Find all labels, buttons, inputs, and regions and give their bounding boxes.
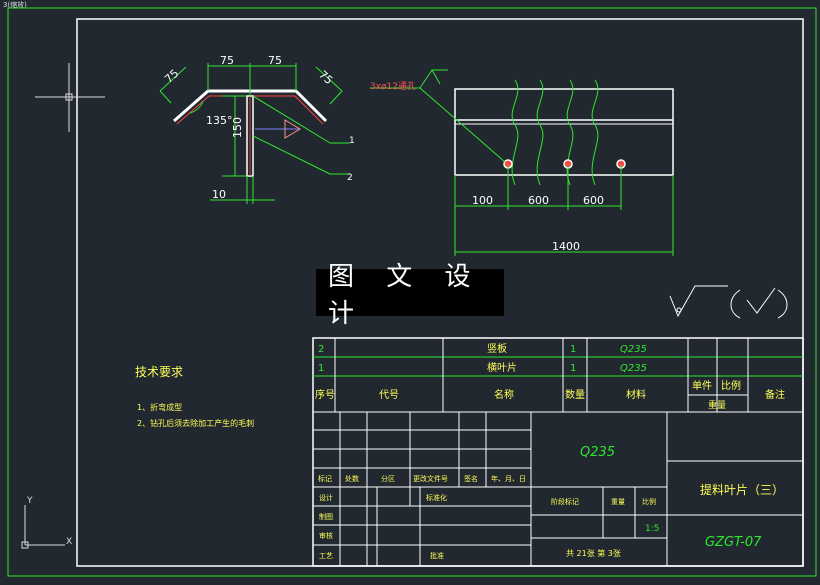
lbl-date: 年、月、日	[491, 474, 526, 483]
dim-top-left: 75	[220, 54, 234, 67]
outer-frame	[7, 7, 817, 577]
holes	[503, 159, 626, 169]
hole-note: 3xø12通孔	[370, 81, 416, 92]
dim-600-a: 600	[528, 194, 549, 207]
dim-slant-right: 75	[316, 68, 335, 87]
tb-drawing-no: GZGT-07	[705, 535, 762, 550]
leader-2: 2	[347, 173, 353, 183]
lbl-zone: 分区	[381, 474, 395, 483]
lbl-scale: 比例	[642, 497, 656, 506]
parts-list-text: 2 竖板 1 Q235 1 横叶片 1 Q235 序号 代号 名称 数量 材料 …	[315, 342, 785, 411]
dim-600-b: 600	[583, 194, 604, 207]
tech-requirements: 技术要求 1、折弯成型 2、钻孔后须去除加工产生的毛刺	[135, 365, 254, 428]
lbl-review: 审核	[319, 531, 333, 540]
right-view-part	[454, 88, 674, 176]
leader-1: 1	[349, 136, 355, 146]
lbl-approve: 批准	[430, 551, 444, 560]
lbl-design: 设计	[319, 493, 333, 502]
left-view-part	[173, 89, 328, 177]
lbl-draw: 制图	[319, 512, 333, 521]
left-view-dims	[159, 63, 350, 204]
lbl-mark: 标记	[318, 474, 332, 483]
lbl-process: 工艺	[319, 552, 333, 560]
dim-height: 150	[231, 117, 244, 138]
hdr-name: 名称	[494, 388, 514, 401]
tech-req-title: 技术要求	[135, 365, 183, 379]
left-view-dim-text: 75 75 75 75 135° 150 10 1 2	[162, 54, 355, 201]
lbl-docno: 更改文件号	[413, 474, 448, 483]
lbl-stage: 阶段标记	[551, 497, 579, 506]
dim-1400: 1400	[552, 240, 580, 253]
right-view-dim-text: 3xø12通孔 100 600 600 1400	[370, 81, 604, 253]
ucs-icon: Y X	[21, 496, 72, 549]
row2-material: Q235	[620, 344, 647, 355]
dim-top-right: 75	[268, 54, 282, 67]
tb-material: Q235	[580, 445, 615, 460]
lbl-std: 标准化	[426, 493, 447, 502]
row1-qty: 1	[570, 363, 576, 374]
sheet-count: 共 21张 第 3张	[566, 548, 621, 558]
crosshair-cursor	[35, 63, 105, 132]
svg-text:X: X	[66, 537, 72, 547]
row1-material: Q235	[620, 363, 647, 374]
tech-req-item-1: 1、折弯成型	[137, 402, 182, 412]
hdr-remark: 备注	[765, 388, 785, 401]
tech-req-item-2: 2、钻孔后须去除加工产生的毛刺	[137, 418, 254, 428]
title-block-main: Q235 提料叶片（三） GZGT-07	[580, 445, 784, 550]
tb-drawing-name: 提料叶片（三）	[700, 482, 784, 497]
dim-100: 100	[472, 194, 493, 207]
lbl-weight: 重量	[611, 498, 625, 506]
corner-tag: 3(缩放)	[3, 1, 27, 9]
dim-slant-left: 75	[162, 67, 181, 86]
title-block-text: 标记 处数 分区 更改文件号 签名 年、月、日 设计 制图 审核 工艺 标准化 …	[318, 474, 659, 560]
break-lines	[511, 79, 599, 186]
roughness-symbol	[669, 285, 788, 319]
title-block-lines	[312, 337, 804, 567]
scale-value: 1:5	[645, 524, 659, 534]
right-view-dims	[370, 69, 674, 256]
hdr-code: 代号	[379, 389, 399, 401]
lbl-sign: 签名	[464, 474, 478, 483]
hdr-unit: 单件	[692, 380, 712, 392]
watermark: 图 文 设 计	[316, 262, 504, 329]
row2-no: 2	[318, 344, 324, 355]
hdr-weight: 重量	[708, 399, 726, 411]
hdr-no: 序号	[315, 388, 335, 401]
dim-angle: 135°	[206, 114, 233, 127]
hdr-scale: 比例	[721, 379, 741, 392]
svg-text:Y: Y	[26, 496, 33, 506]
row2-qty: 1	[570, 344, 576, 355]
row1-no: 1	[318, 363, 324, 374]
row2-name: 竖板	[487, 342, 507, 355]
dim-width: 10	[212, 188, 226, 201]
lbl-count: 处数	[345, 474, 359, 483]
row1-name: 横叶片	[487, 361, 517, 374]
hdr-material: 材料	[626, 388, 646, 401]
hdr-qty: 数量	[565, 388, 585, 401]
